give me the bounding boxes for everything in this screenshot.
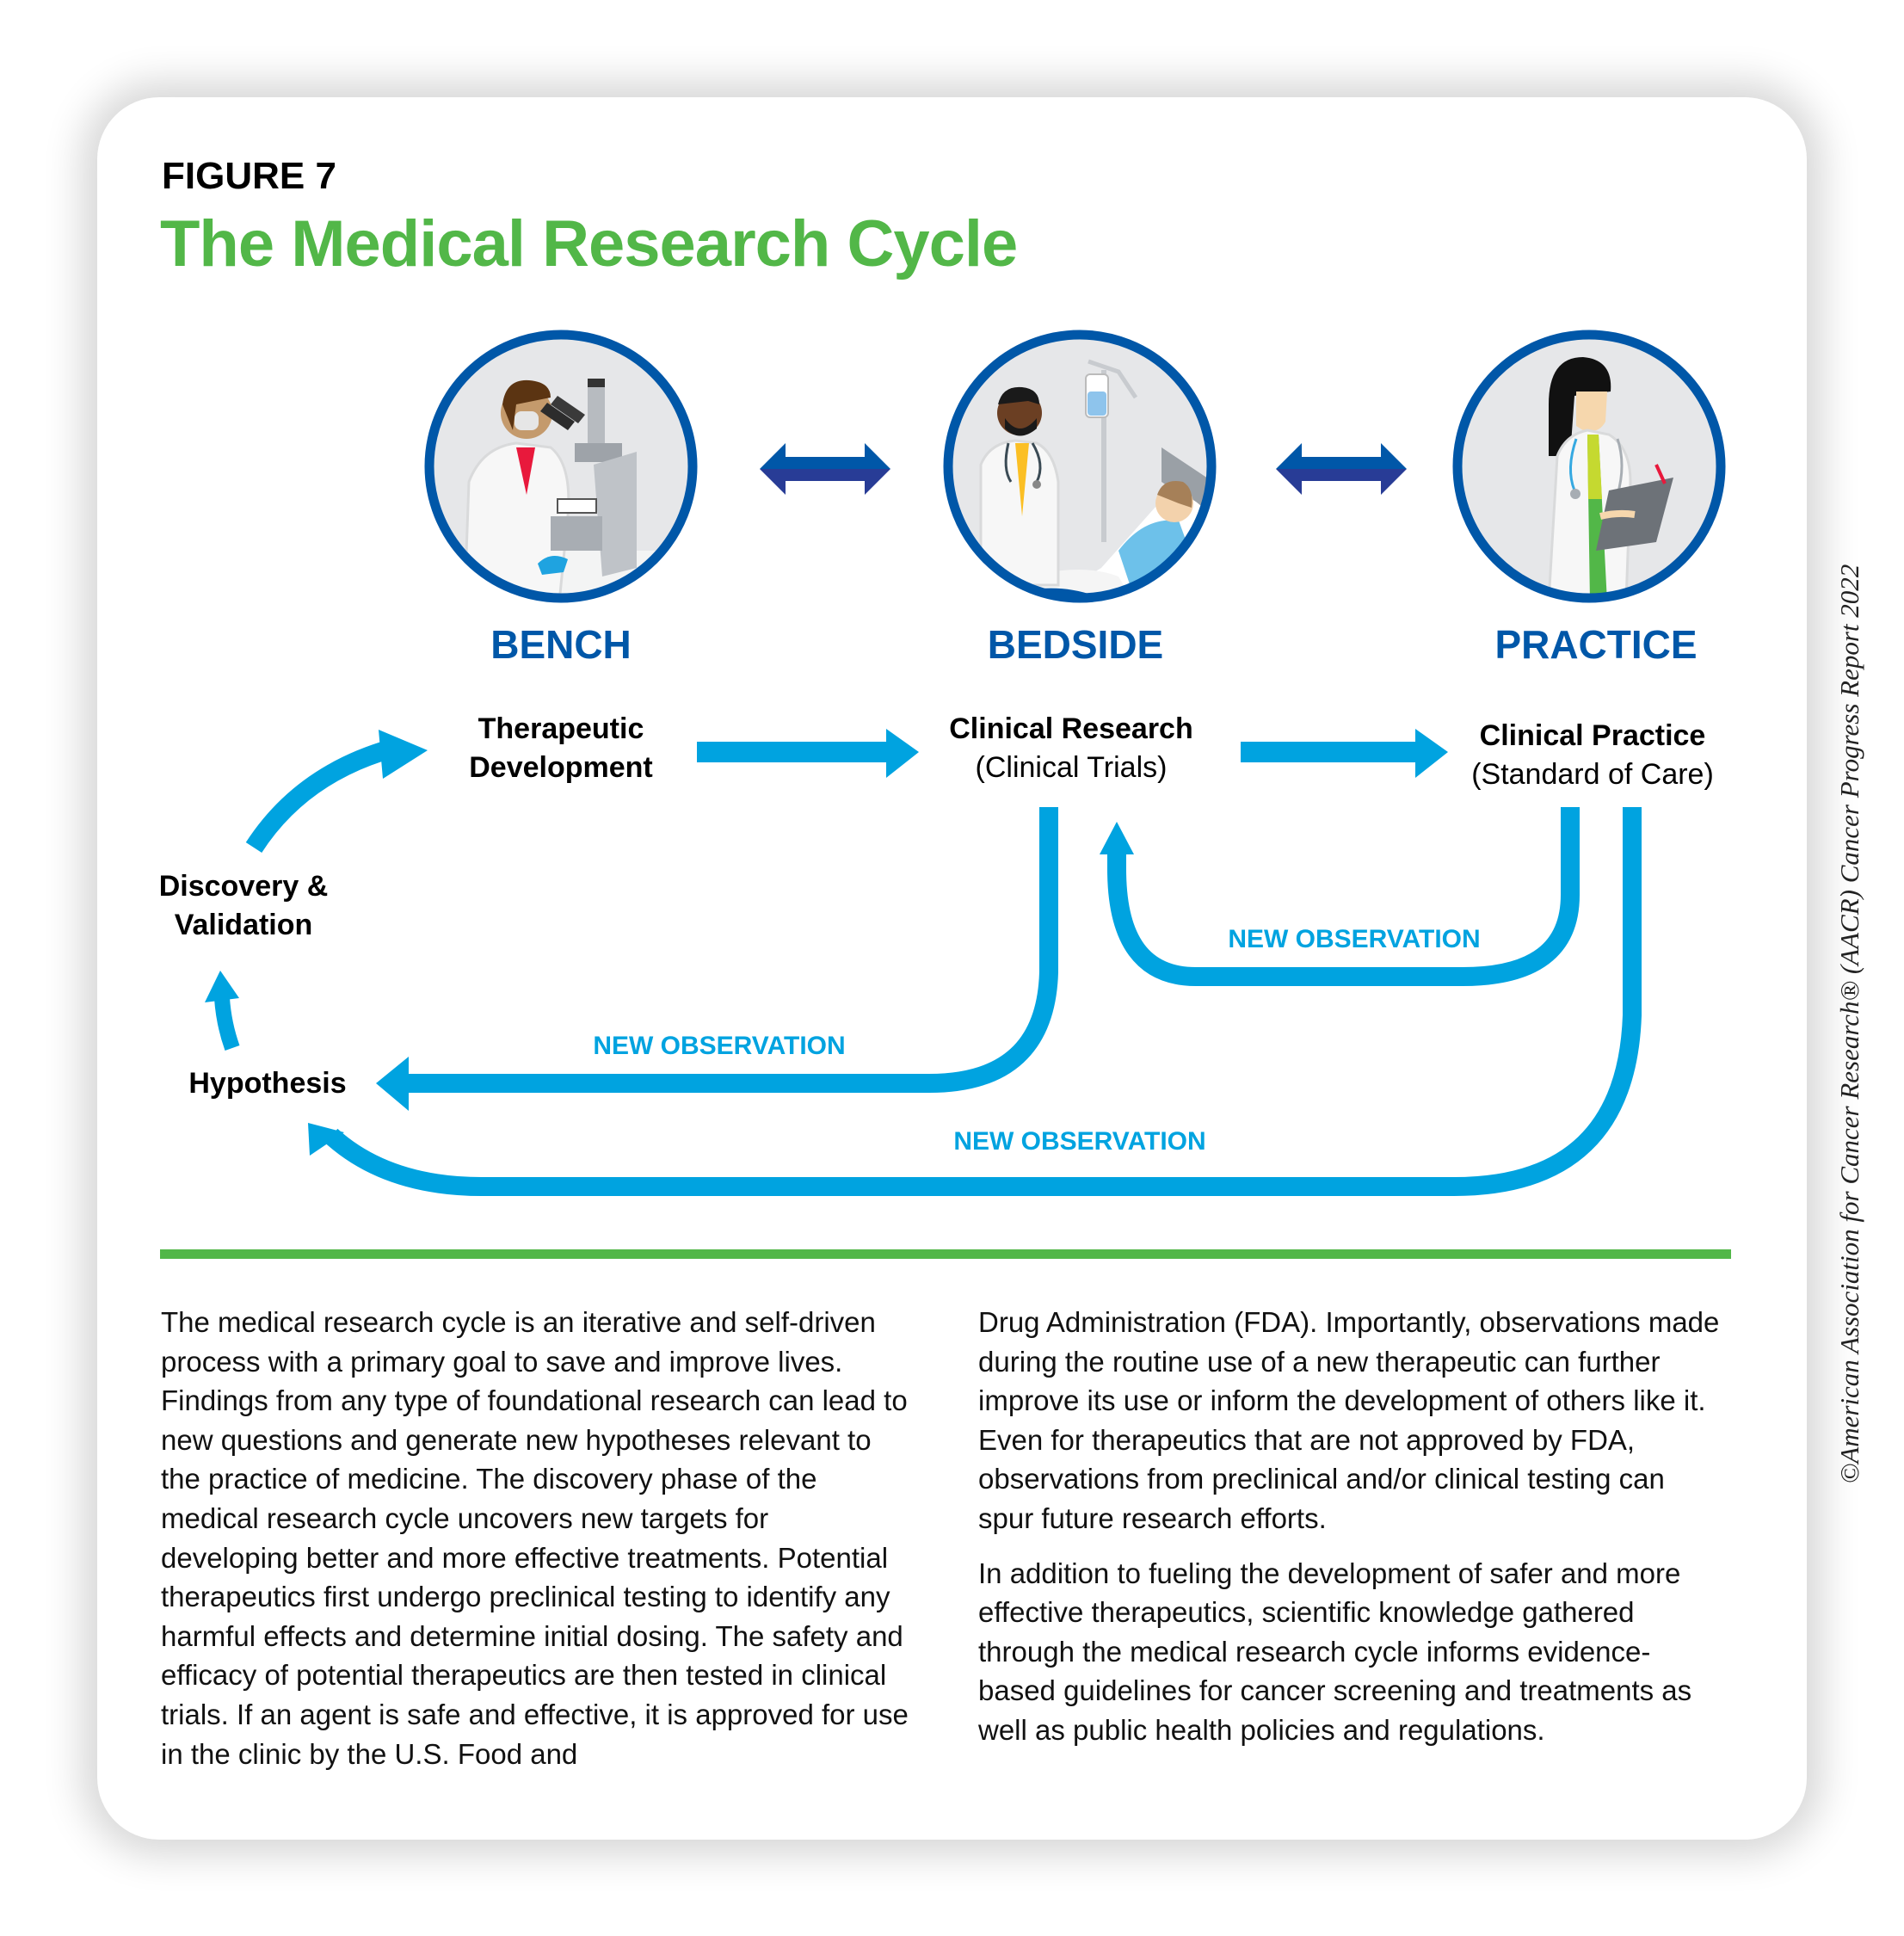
body-text-right: Drug Administration (FDA). Importantly, …: [978, 1303, 1727, 1766]
hypothesis-to-discovery-arrow-icon: [205, 971, 240, 1051]
paragraph: Drug Administration (FDA). Importantly, …: [978, 1306, 1720, 1534]
clinical-research-to-practice-arrow-icon: [1241, 729, 1448, 778]
observation-label-inner: NEW OBSERVATION: [1228, 925, 1481, 953]
bedside-illustration-icon: [943, 330, 1217, 603]
node-title: Clinical Research: [949, 712, 1193, 745]
observation-label-middle: NEW OBSERVATION: [593, 1032, 846, 1060]
section-divider: [160, 1249, 1731, 1259]
node-title: Therapeutic: [478, 712, 644, 745]
stage-title-practice: PRACTICE: [1494, 622, 1698, 667]
observation-loop-research-to-hypothesis-icon: [376, 807, 1058, 1111]
bench-illustration-icon: [424, 330, 698, 603]
node-subtitle: (Clinical Trials): [975, 751, 1168, 784]
bench-bedside-double-arrow-icon: [760, 443, 890, 495]
figure-label: FIGURE 7: [162, 155, 336, 197]
therapeutic-to-clinical-research-arrow-icon: [697, 729, 919, 778]
stage-title-bench: BENCH: [490, 622, 632, 667]
practice-illustration-icon: [1452, 330, 1726, 603]
paragraph: The medical research cycle is an iterati…: [161, 1306, 909, 1770]
observation-loop-practice-to-research-icon: [1100, 807, 1580, 986]
node-discovery-validation: Discovery & Validation: [132, 867, 355, 945]
paragraph: In addition to fueling the development o…: [978, 1557, 1692, 1746]
node-subtitle: (Standard of Care): [1471, 758, 1714, 791]
node-title-line2: Development: [469, 751, 653, 784]
node-therapeutic-development: Therapeutic Development: [380, 710, 742, 787]
discovery-to-therapeutic-arrow-icon: [245, 730, 428, 854]
node-hypothesis: Hypothesis: [188, 1067, 347, 1100]
node-title: Discovery &: [158, 870, 329, 903]
node-clinical-research: Clinical Research (Clinical Trials): [890, 710, 1252, 787]
observation-loop-practice-to-hypothesis-icon: [308, 807, 1642, 1196]
bedside-practice-double-arrow-icon: [1276, 443, 1407, 495]
figure-title: The Medical Research Cycle: [160, 207, 1018, 281]
node-clinical-practice: Clinical Practice (Standard of Care): [1412, 717, 1773, 794]
node-title-line2: Validation: [174, 909, 313, 941]
observation-label-outer: NEW OBSERVATION: [953, 1127, 1206, 1156]
node-title: Clinical Practice: [1479, 719, 1706, 752]
stage-title-bedside: BEDSIDE: [987, 622, 1164, 667]
body-text-left: The medical research cycle is an iterati…: [161, 1303, 909, 1789]
